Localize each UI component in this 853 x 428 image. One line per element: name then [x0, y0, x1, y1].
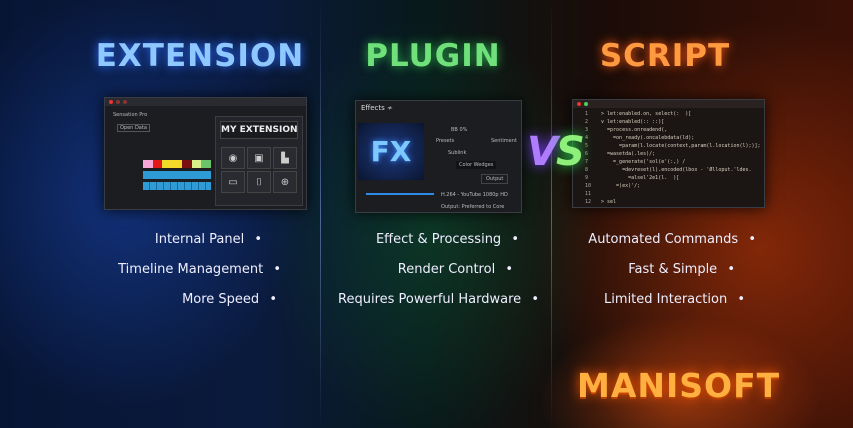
- feature-bullet: Limited Interaction: [604, 292, 745, 307]
- timeline-clip[interactable]: [201, 160, 212, 168]
- crop-icon[interactable]: ⌷: [247, 171, 271, 193]
- line-number: 10: [585, 183, 592, 189]
- monitor-icon[interactable]: ▣: [247, 147, 271, 169]
- extension-panel: Sensation Pro Open Data MY EXTENSION ◉▣▙…: [104, 97, 307, 210]
- feature-bullet: Automated Commands: [588, 232, 756, 247]
- line-number: 8: [585, 167, 589, 173]
- code-line: =devreset(l).encoded(lbox - 'Ølloput.'ld…: [601, 167, 752, 173]
- feature-bullet: Requires Powerful Hardware: [338, 292, 539, 307]
- display-icon[interactable]: ▭: [221, 171, 245, 193]
- code-line: =_generate('sol(e'(:,) /: [601, 159, 686, 165]
- open-data-button[interactable]: Open Data: [117, 124, 150, 132]
- line-number: 9: [585, 175, 589, 181]
- camera-icon[interactable]: ◉: [221, 147, 245, 169]
- line-number: 11: [585, 191, 592, 197]
- timeline-clip[interactable]: [152, 160, 163, 168]
- fx-preview: FX: [358, 123, 424, 180]
- plugin-title: PLUGIN: [365, 38, 501, 74]
- manisoft-logo: MANISOFT: [577, 366, 781, 405]
- window-title: Sensation Pro: [113, 112, 148, 118]
- code-line: =on_ready(.oncalebdata(ld);: [601, 135, 695, 141]
- script-title: SCRIPT: [599, 38, 731, 74]
- editor-titlebar: [573, 100, 764, 108]
- timeline-clip[interactable]: [191, 160, 202, 168]
- line-number: 7: [585, 159, 589, 165]
- color-wedges-row[interactable]: Color Wedges: [456, 161, 497, 169]
- line-number: 12: [585, 199, 592, 205]
- code-editor[interactable]: > let:enabled.on, select(: )[ v let:enabl…: [601, 110, 761, 206]
- line-number: 5: [585, 143, 589, 149]
- my-extension-header: MY EXTENSION: [220, 121, 298, 139]
- line-number: 2: [585, 119, 589, 125]
- divider-left: [320, 0, 321, 428]
- feature-bullet: Internal Panel: [155, 232, 262, 247]
- code-line: =)ex)'/;: [601, 183, 641, 189]
- sublink-row[interactable]: Sublink: [448, 150, 467, 156]
- format-field[interactable]: H.264 - YouTube 1080p HD: [441, 192, 508, 198]
- divider-right: [551, 0, 552, 428]
- timeline-clip[interactable]: [143, 160, 153, 168]
- extension-title: EXTENSION: [95, 38, 305, 74]
- plugin-panel: Effects ≁ FX BB 0% Presets Sentiment Sub…: [355, 100, 522, 213]
- timeline-clip[interactable]: [162, 160, 173, 168]
- feature-bullet: Fast & Simple: [628, 262, 735, 277]
- line-number: 1: [585, 111, 589, 117]
- code-line: =param(l.locate(context,param(l.location…: [601, 143, 761, 149]
- window-titlebar: [105, 98, 306, 106]
- timeline[interactable]: [143, 160, 212, 198]
- line-number: 3: [585, 127, 589, 133]
- code-line: =wasetda(.les)/;: [601, 151, 656, 157]
- timeline-clip[interactable]: [181, 160, 192, 168]
- vs-label: VS: [527, 129, 585, 175]
- render-progress: [366, 193, 434, 195]
- chart-icon[interactable]: ▙: [273, 147, 297, 169]
- code-line: =alsel'2e1(l. )[: [601, 175, 680, 181]
- effects-title: Effects ≁: [361, 104, 393, 112]
- effect-row[interactable]: BB 0%: [451, 127, 468, 133]
- presets-row[interactable]: Presets: [436, 138, 455, 144]
- feature-bullet: Render Control: [398, 262, 513, 277]
- feature-bullet: More Speed: [182, 292, 277, 307]
- my-extension-panel: MY EXTENSION ◉▣▙ ▭⌷⊕: [215, 116, 303, 206]
- feature-bullet: Timeline Management: [118, 262, 281, 277]
- presets-value[interactable]: Sentiment: [491, 138, 517, 144]
- feature-bullet: Effect & Processing: [376, 232, 519, 247]
- code-line: > let:enabled.on, select(: )[: [601, 111, 692, 117]
- code-line: [601, 190, 761, 198]
- output-button[interactable]: Output: [481, 174, 509, 184]
- code-line: > sel: [601, 199, 617, 205]
- crosshair-icon[interactable]: ⊕: [273, 171, 297, 193]
- line-number: 4: [585, 135, 589, 141]
- timeline-clip[interactable]: [172, 160, 182, 168]
- code-line: =process.onreadend(,: [601, 127, 668, 133]
- output-path-field[interactable]: Output: Preferred to Core: [441, 204, 505, 210]
- line-number: 6: [585, 151, 589, 157]
- code-line: v let:enabled(:: ::)[: [601, 119, 665, 125]
